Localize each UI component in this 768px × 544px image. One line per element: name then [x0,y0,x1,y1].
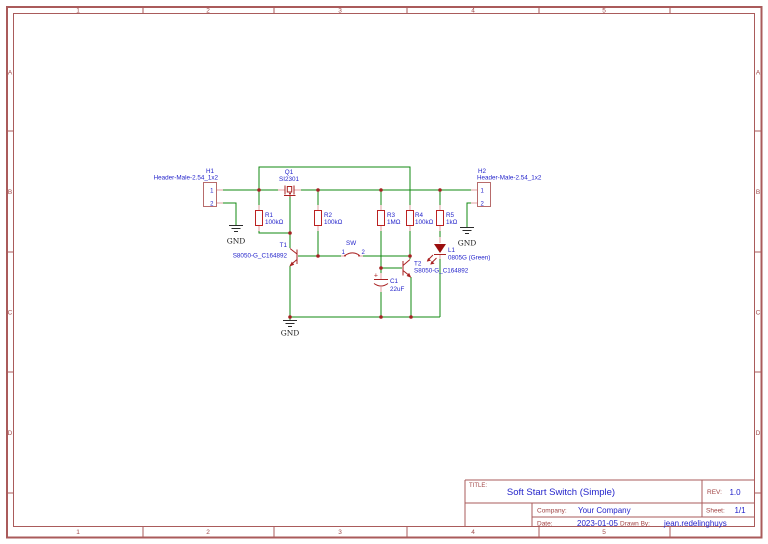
c1-plus-sign: + [374,273,378,280]
component-sw-switch[interactable]: SW 1 2 [342,240,366,257]
c1-ref: C1 [390,278,399,285]
frame-col-label: 1 [76,8,80,15]
h1-pin2: 2 [210,202,214,208]
r5-value: 1kΩ [446,219,458,226]
component-r5-resistor[interactable]: R5 1kΩ [435,209,458,227]
company-label: Company: [537,508,567,515]
r4-ref: R4 [415,212,424,219]
q1-ref: Q1 [285,169,294,176]
h1-pin1: 1 [210,189,214,195]
sheet-label: Sheet: [706,508,725,515]
sw-pin2: 2 [362,250,366,256]
drawn-by-label: Drawn By: [620,521,650,528]
component-c1-capacitor[interactable]: + C1 22uF [373,273,405,294]
r2-value: 100kΩ [324,219,343,226]
drawn-by-value: jean.redelinghuys [663,519,727,528]
junction-dots [257,188,442,319]
r3-value: 1MΩ [387,219,401,226]
t2-value: S8050-G_C164892 [414,268,469,275]
frame-row-label: C [8,310,13,317]
frame-col-label: 4 [471,529,475,536]
r5-ref: R5 [446,212,455,219]
component-t2-transistor[interactable]: T2 S8050-G_C164892 [402,259,469,278]
rev-value: 1.0 [729,488,741,497]
company-value: Your Company [578,506,631,515]
q1-value: SI2301 [279,176,299,183]
date-value: 2023-01-05 [577,519,618,528]
component-h1-header[interactable]: H1 Header-Male-2.54_1x2 1 2 [154,168,219,208]
l1-ref: L1 [448,247,456,254]
h2-pin1: 1 [481,189,485,195]
frame-row-label: D [756,430,761,437]
sheet-frame: 1 2 3 4 5 1 2 3 4 5 A B C D A B C D [6,6,763,539]
r1-value: 100kΩ [265,219,284,226]
frame-row-label: A [756,70,761,77]
wires[interactable] [217,166,477,320]
component-h2-header[interactable]: H2 Header-Male-2.54_1x2 1 2 [477,168,542,208]
sheet-value: 1/1 [734,506,746,515]
frame-col-label: 5 [602,529,606,536]
frame-col-label: 3 [338,529,342,536]
frame-row-label: A [8,70,13,77]
component-r3-resistor[interactable]: R3 1MΩ [376,209,401,227]
l1-value: 0805G (Green) [448,255,490,262]
title-block: TITLE: Soft Start Switch (Simple) REV: 1… [464,479,755,528]
date-label: Date: [537,521,553,528]
frame-col-label: 4 [471,8,475,15]
h2-pin2: 2 [481,202,485,208]
t1-value: S8050-G_C164892 [233,253,288,260]
sheet-title: Soft Start Switch (Simple) [507,487,615,498]
frame-col-label: 5 [602,8,606,15]
component-r1-resistor[interactable]: R1 100kΩ [254,209,284,227]
r3-ref: R3 [387,212,396,219]
gnd-symbol-h1[interactable]: GND [227,225,246,246]
t1-ref: T1 [280,242,288,249]
rev-label: REV: [707,489,722,496]
frame-col-label: 2 [206,529,210,536]
sw-pin1: 1 [342,250,346,256]
t2-ref: T2 [414,261,422,268]
frame-row-label: C [756,310,761,317]
r4-value: 100kΩ [415,219,434,226]
frame-row-label: B [8,189,12,196]
component-t1-transistor[interactable]: T1 S8050-G_C164892 [233,242,298,267]
gnd-net-label: GND [227,237,246,246]
r2-ref: R2 [324,212,333,219]
frame-col-label: 2 [206,8,210,15]
component-q1-mosfet[interactable]: Q1 SI2301 [279,169,299,197]
h2-ref: H2 [478,168,487,175]
c1-value: 22uF [390,286,405,293]
component-r2-resistor[interactable]: R2 100kΩ [313,209,343,227]
led-triangle [434,244,446,253]
r1-ref: R1 [265,212,274,219]
component-l1-led[interactable]: L1 0805G (Green) [426,244,491,265]
h1-ref: H1 [206,168,215,175]
frame-col-label: 1 [76,529,80,536]
frame-row-label: B [756,189,760,196]
h1-value: Header-Male-2.54_1x2 [154,175,219,182]
frame-col-label: 3 [338,8,342,15]
sw-ref: SW [346,240,356,247]
gnd-net-label: GND [281,329,300,338]
title-label: TITLE: [469,483,487,489]
gnd-symbol-h2[interactable]: GND [458,227,477,248]
gnd-net-label: GND [458,239,477,248]
gnd-symbol-bottom[interactable]: GND [281,320,300,338]
frame-row-label: D [8,430,13,437]
component-r4-resistor[interactable]: R4 100kΩ [405,209,434,227]
h2-value: Header-Male-2.54_1x2 [477,175,542,182]
